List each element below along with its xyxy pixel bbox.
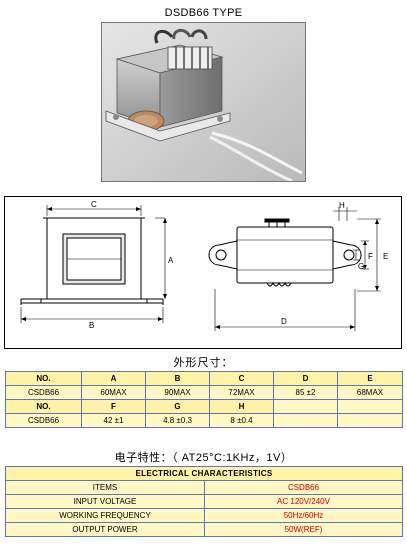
- dims-header-cell: E: [337, 371, 403, 386]
- dims-header-cell: F: [81, 399, 146, 414]
- dims-empty-cell: [273, 399, 338, 414]
- transformer-photo-graphic: [102, 23, 305, 181]
- dims-header-cell: H: [209, 399, 274, 414]
- elec-item: INPUT VOLTAGE: [5, 494, 205, 509]
- elec-row: INPUT VOLTAGE AC 120V/240V: [5, 494, 403, 509]
- elec-row: OUTPUT POWER 50W(REF): [5, 522, 403, 537]
- elec-col-model: CSDB66: [204, 480, 403, 495]
- dims-header-cell: D: [273, 371, 338, 386]
- dims-header-cell: A: [81, 371, 146, 386]
- dims-value-cell: 72MAX: [209, 385, 274, 400]
- dimension-drawing-graphic: C A B H E F G D: [20, 200, 388, 331]
- elec-row: WORKING FREQUENCY 50Hz/60Hz: [5, 508, 403, 523]
- dim-label-d: D: [281, 317, 287, 326]
- dims-empty-cell: [337, 413, 403, 428]
- dim-label-c: C: [91, 200, 97, 209]
- characteristics-heading: 电子特性：（ AT25°C:1KHz，1V）: [114, 452, 293, 464]
- electrical-table: ELECTRICAL CHARACTERISTICS ITEMS CSDB66 …: [5, 466, 403, 537]
- dims-value-cell: 8 ±0.4: [209, 413, 274, 428]
- dim-label-b: B: [89, 321, 94, 330]
- dim-label-h: H: [339, 201, 345, 210]
- dims-header-row-1: NO. A B C D E: [5, 371, 403, 386]
- elec-heading-row: ELECTRICAL CHARACTERISTICS: [5, 466, 403, 481]
- elec-value: 50W(REF): [204, 522, 403, 537]
- elec-item: OUTPUT POWER: [5, 522, 205, 537]
- dims-value-cell: 60MAX: [81, 385, 146, 400]
- elec-item: WORKING FREQUENCY: [5, 508, 205, 523]
- elec-column-row: ITEMS CSDB66: [5, 480, 403, 495]
- dims-header-row-2: NO. F G H: [5, 399, 403, 414]
- elec-value: 50Hz/60Hz: [204, 508, 403, 523]
- dim-label-a: A: [168, 256, 174, 265]
- dims-header-cell: C: [209, 371, 274, 386]
- dims-header-cell: NO.: [5, 399, 82, 414]
- dims-header-cell: B: [145, 371, 210, 386]
- dimension-drawing: C A B H E F G D: [4, 196, 402, 349]
- dims-value-cell: 42 ±1: [81, 413, 146, 428]
- dim-label-f: F: [368, 252, 373, 261]
- dims-value-cell: CSDB66: [5, 413, 82, 428]
- dims-header-cell: NO.: [5, 371, 82, 386]
- elec-col-items: ITEMS: [5, 480, 205, 495]
- dims-value-cell: 90MAX: [145, 385, 210, 400]
- dim-label-e: E: [383, 252, 388, 261]
- dims-value-cell: CSDB66: [5, 385, 82, 400]
- dims-header-cell: G: [145, 399, 210, 414]
- dims-empty-cell: [337, 399, 403, 414]
- elec-heading: ELECTRICAL CHARACTERISTICS: [5, 466, 403, 481]
- page-title: DSDB66 TYPE: [164, 7, 243, 19]
- dims-value-cell: 68MAX: [337, 385, 403, 400]
- dims-value-row-2: CSDB66 42 ±1 4.8 ±0.3 8 ±0.4: [5, 413, 403, 428]
- dimensions-heading: 外形尺寸：: [173, 357, 234, 369]
- dims-empty-cell: [273, 413, 338, 428]
- dim-label-g: G: [358, 262, 364, 271]
- elec-value: AC 120V/240V: [204, 494, 403, 509]
- product-photo: [101, 22, 306, 182]
- dims-value-cell: 4.8 ±0.3: [145, 413, 210, 428]
- dimensions-table: NO. A B C D E CSDB66 60MAX 90MAX 72MAX 8…: [5, 371, 403, 428]
- dims-value-row-1: CSDB66 60MAX 90MAX 72MAX 85 ±2 68MAX: [5, 385, 403, 400]
- dims-value-cell: 85 ±2: [273, 385, 338, 400]
